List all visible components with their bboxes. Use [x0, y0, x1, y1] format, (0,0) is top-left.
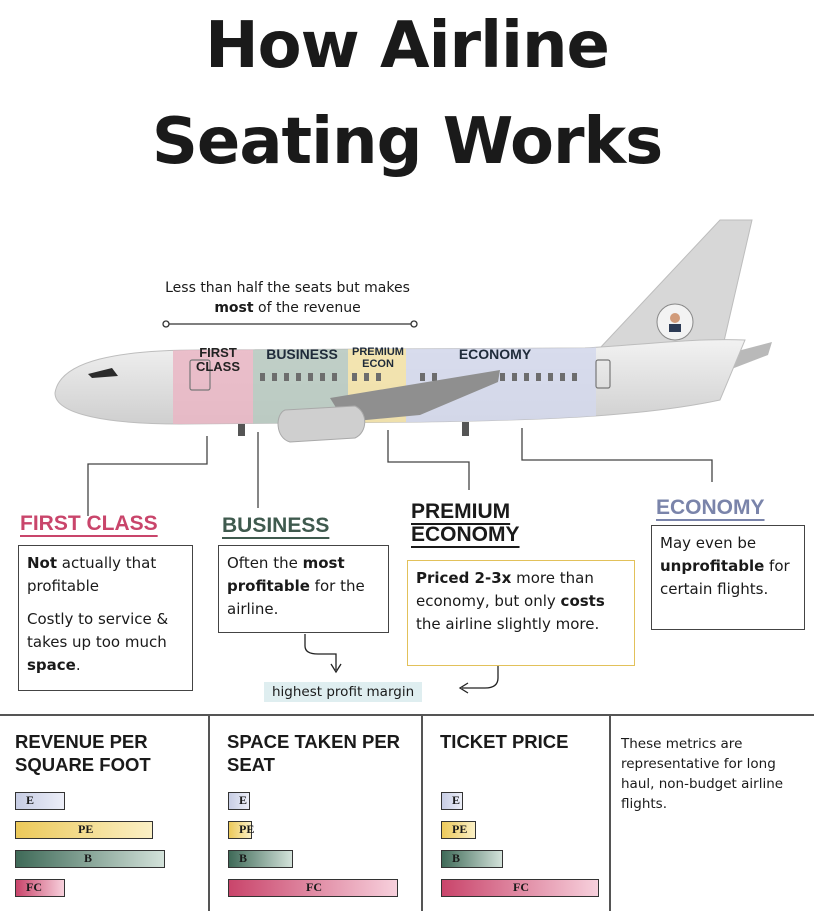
first-class-zone	[173, 339, 253, 424]
plane-label-business: BUSINESS	[266, 346, 338, 362]
metric-bar-e: E	[15, 792, 65, 810]
economy-title: ECONOMY	[656, 496, 765, 519]
highest-profit-margin-tag: highest profit margin	[264, 682, 423, 702]
economy-box: May even be unprofitable for certain fli…	[651, 525, 805, 630]
metric-title-space: SPACE TAKEN PER SEAT	[227, 731, 401, 775]
metrics-column-divider-2	[421, 716, 423, 911]
metric-bar-fc: FC	[15, 879, 65, 897]
page-title-line-2: Seating Works	[151, 105, 663, 179]
metric-bar-b: B	[228, 850, 293, 868]
plane-label-premium-econ: PREMIUM ECON	[352, 346, 404, 370]
metric-bar-b: B	[15, 850, 165, 868]
metric-bar-pe: PE	[441, 821, 476, 839]
page-title-line-1: How Airline	[205, 9, 610, 83]
airplane-illustration	[54, 219, 772, 443]
metric-bar-e: E	[441, 792, 463, 810]
first-class-title: FIRST CLASS	[20, 512, 158, 535]
plane-label-first-class: FIRST CLASS	[195, 345, 241, 374]
wing	[330, 370, 500, 422]
metric-title-ticket: TICKET PRICE	[440, 731, 569, 752]
connector-lines	[87, 428, 713, 694]
premium-economy-box: Priced 2-3x more than economy, but only …	[407, 560, 635, 666]
business-box: Often the most profitable for the airlin…	[218, 545, 389, 633]
metrics-note: These metrics are representative for lon…	[621, 736, 784, 812]
metrics-column-divider-1	[208, 716, 210, 911]
metrics-divider	[0, 714, 814, 716]
metric-bar-e: E	[228, 792, 250, 810]
metric-bar-fc: FC	[441, 879, 599, 897]
metric-bar-b: B	[441, 850, 503, 868]
rear-door	[595, 359, 611, 389]
front-door	[189, 359, 211, 391]
business-title: BUSINESS	[222, 514, 330, 537]
metric-bar-pe: PE	[228, 821, 254, 839]
metrics-column-divider-3	[609, 716, 611, 911]
engine	[277, 405, 366, 443]
revenue-tagline: Less than half the seats but makes most …	[165, 280, 410, 316]
cockpit-window	[88, 368, 118, 378]
cabin-windows	[260, 373, 577, 381]
metric-bar-fc: FC	[228, 879, 398, 897]
first-class-box: Not actually that profitable Costly to s…	[18, 545, 193, 691]
metric-title-revenue: REVENUE PER SQUARE FOOT	[15, 731, 151, 775]
metric-bar-pe: PE	[15, 821, 153, 839]
premium-economy-title: PREMIUM ECONOMY	[411, 500, 520, 547]
tagline-bracket-line	[162, 320, 418, 328]
plane-label-economy: ECONOMY	[458, 346, 532, 362]
